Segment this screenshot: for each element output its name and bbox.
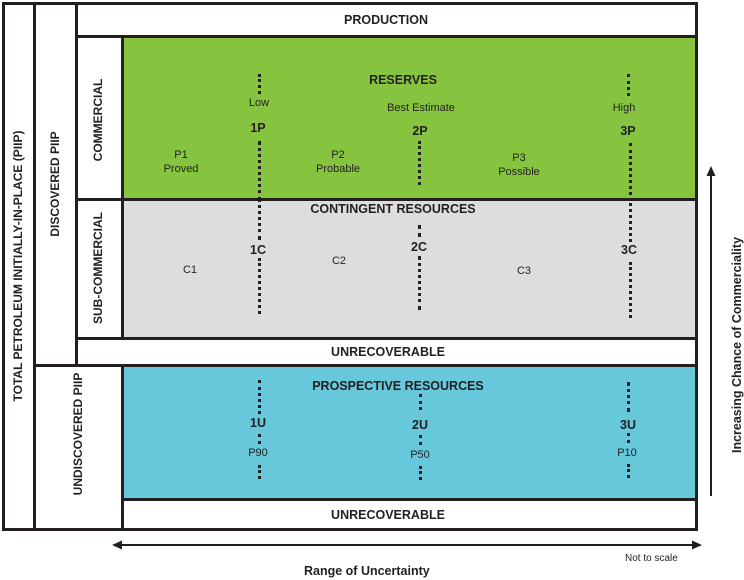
not-to-scale-note: Not to scale xyxy=(625,553,678,564)
category-p1-name: Proved xyxy=(163,163,199,175)
contingent-1c-divider xyxy=(258,258,261,314)
code-2p: 2P xyxy=(412,124,428,138)
category-p2-code: P2 xyxy=(331,149,345,161)
x-axis-label: Range of Uncertainty xyxy=(304,564,430,578)
unrecoverable-label-1: UNRECOVERABLE xyxy=(331,345,445,359)
percentile-p10: P10 xyxy=(617,447,637,459)
contingent-resources-label: CONTINGENT RESOURCES xyxy=(310,202,476,216)
arrow-right-icon xyxy=(692,540,702,550)
unrecoverable-row-undiscovered xyxy=(121,498,698,531)
contingent-2c-divider xyxy=(418,256,421,310)
code-2u: 2U xyxy=(412,418,428,432)
contingent-2c-divider-top xyxy=(418,225,421,237)
prospective-1u-divider-top xyxy=(258,380,261,414)
arrow-left-icon xyxy=(112,540,122,550)
range-of-uncertainty-arrow xyxy=(112,540,702,550)
undiscovered-piip-label: UNDISCOVERED PIIP xyxy=(71,372,85,496)
contingent-3c-divider-top xyxy=(629,198,632,242)
sub-commercial-label: SUB-COMMERCIAL xyxy=(91,212,105,324)
y-axis-label: Increasing Chance of Commerciality xyxy=(730,236,744,454)
contingent-row xyxy=(121,198,698,340)
prospective-3u-divider-top xyxy=(627,382,630,412)
category-p3: P3 Possible xyxy=(498,151,540,179)
percentile-p90: P90 xyxy=(248,447,268,459)
category-p2: P2 Probable xyxy=(316,148,360,176)
reserves-high-divider xyxy=(629,143,632,201)
category-p3-name: Possible xyxy=(498,166,540,178)
contingent-1c-divider-top xyxy=(258,198,261,240)
code-3c: 3C xyxy=(621,243,637,257)
unrecoverable-label-2: UNRECOVERABLE xyxy=(331,508,445,522)
prospective-3u-divider-bottom xyxy=(627,464,630,478)
contingent-3c-divider xyxy=(629,262,632,318)
category-p1: P1 Proved xyxy=(164,148,199,176)
prospective-1u-divider-mid xyxy=(258,434,261,444)
reserves-high-divider-top xyxy=(627,74,630,96)
percentile-p50: P50 xyxy=(410,449,430,461)
category-p3-code: P3 xyxy=(512,152,526,164)
prospective-3u-divider-mid xyxy=(627,433,630,443)
high-label: High xyxy=(612,102,636,114)
commerciality-arrow xyxy=(706,166,716,496)
category-c2: C2 xyxy=(331,255,347,267)
commercial-label: COMMERCIAL xyxy=(91,78,105,162)
total-piip-label: TOTAL PETROLEUM INITIALLY-IN-PLACE (PIIP… xyxy=(11,130,25,402)
reserves-best-divider xyxy=(418,141,421,185)
arrow-up-icon xyxy=(706,166,716,176)
prospective-2u-divider-top xyxy=(419,394,422,410)
reserves-low-divider-top xyxy=(258,74,261,94)
category-p1-code: P1 xyxy=(174,149,188,161)
code-1c: 1C xyxy=(250,243,266,257)
category-c1: C1 xyxy=(182,264,198,276)
code-1u: 1U xyxy=(250,416,266,430)
prospective-row xyxy=(121,364,698,501)
prospective-2u-divider-mid xyxy=(419,435,422,445)
code-1p: 1P xyxy=(250,121,266,135)
reserves-low-divider xyxy=(258,141,261,201)
prospective-2u-divider-bottom xyxy=(419,466,422,480)
code-3u: 3U xyxy=(620,418,636,432)
prospective-1u-divider-bottom xyxy=(258,465,261,479)
discovered-piip-label: DISCOVERED PIIP xyxy=(48,131,62,237)
category-c3: C3 xyxy=(516,265,532,277)
code-2c: 2C xyxy=(411,240,427,254)
category-p2-name: Probable xyxy=(315,163,361,175)
low-label: Low xyxy=(248,97,270,109)
reserves-label: RESERVES xyxy=(369,73,437,87)
reserves-row xyxy=(121,35,698,201)
best-estimate-label: Best Estimate xyxy=(387,102,455,114)
production-label: PRODUCTION xyxy=(343,13,429,27)
code-3p: 3P xyxy=(620,124,636,138)
prospective-resources-label: PROSPECTIVE RESOURCES xyxy=(312,379,484,393)
